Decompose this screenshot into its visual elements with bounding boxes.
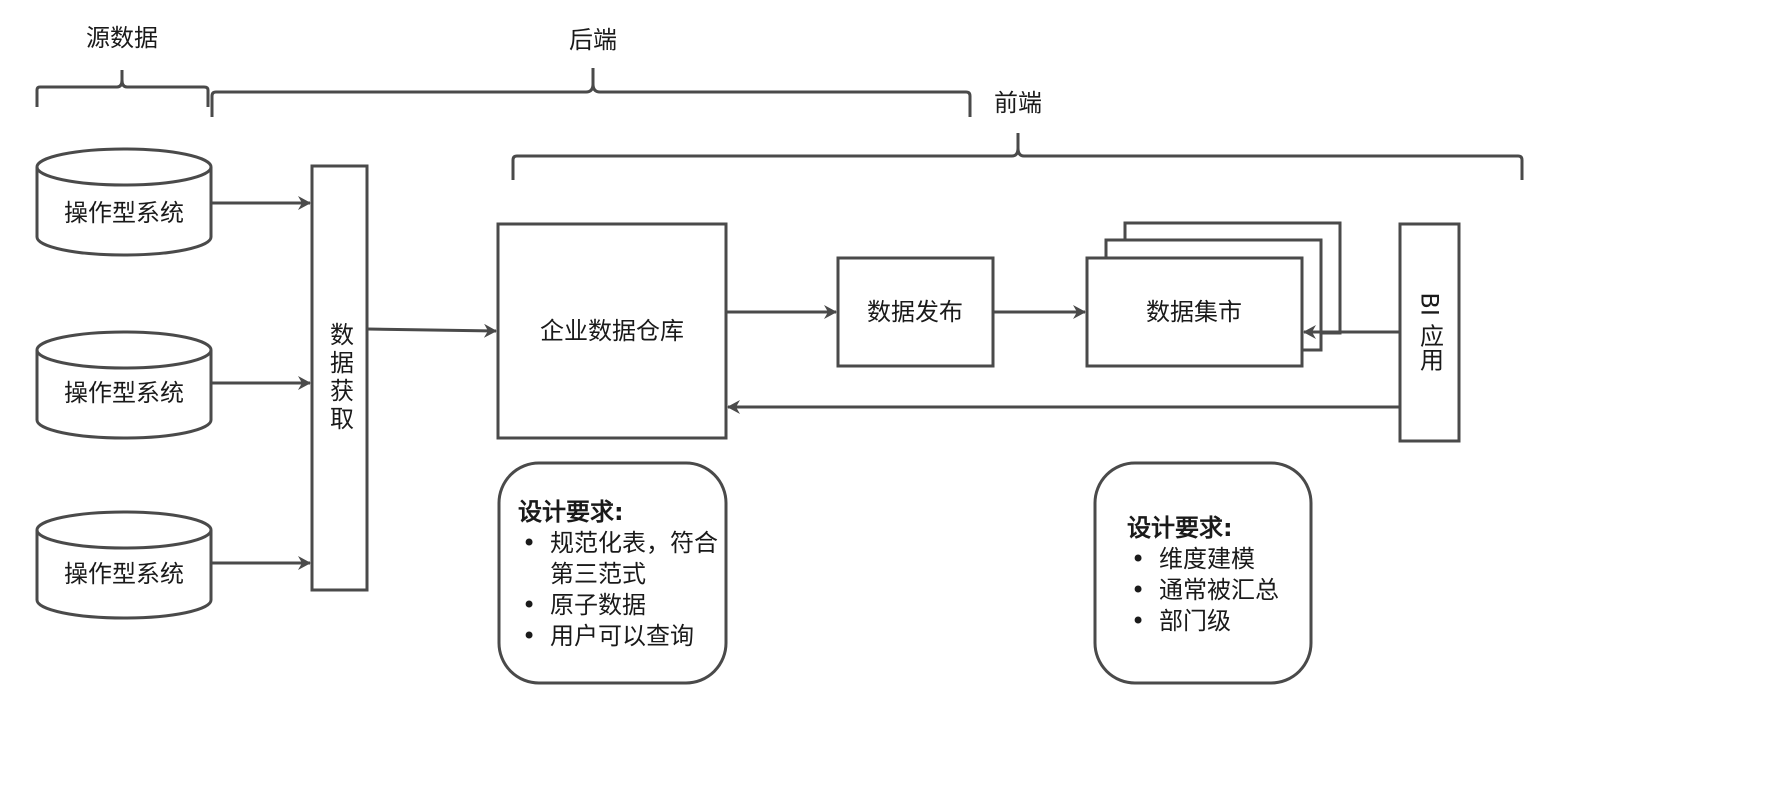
warehouse-requirements-title: 设计要求: xyxy=(518,498,624,526)
source-label-1: 操作型系统 xyxy=(64,199,184,227)
source-label-3: 操作型系统 xyxy=(64,560,184,588)
requirement-item: 维度建模 xyxy=(1127,544,1307,575)
brace-frontend xyxy=(511,133,1524,180)
datamart-requirements: 设计要求: 维度建模 通常被汇总 部门级 xyxy=(1127,513,1307,637)
source-cylinder-2[interactable] xyxy=(35,330,213,440)
source-label-2: 操作型系统 xyxy=(64,379,184,407)
requirement-item: 原子数据 xyxy=(518,590,718,621)
brace-source xyxy=(35,70,210,107)
datamart-label: 数据集市 xyxy=(1146,298,1242,326)
requirement-item: 部门级 xyxy=(1127,606,1307,637)
warehouse-box[interactable] xyxy=(496,222,728,440)
publish-label: 数据发布 xyxy=(867,298,963,326)
group-label-frontend: 前端 xyxy=(994,89,1042,117)
warehouse-requirements: 设计要求: 规范化表，符合第三范式 原子数据 用户可以查询 xyxy=(518,497,718,652)
source-cylinder-3[interactable] xyxy=(35,510,213,620)
brace-backend xyxy=(210,68,972,117)
acquisition-label: 数据获取 xyxy=(325,322,354,434)
requirement-item: 规范化表，符合第三范式 xyxy=(518,528,718,590)
publish-box[interactable] xyxy=(836,256,995,368)
edge-acquisition-warehouse xyxy=(366,323,497,338)
group-label-backend: 后端 xyxy=(569,26,617,54)
acquisition-box[interactable] xyxy=(310,164,369,592)
datamart-box[interactable] xyxy=(1085,256,1304,368)
requirement-item: 通常被汇总 xyxy=(1127,575,1307,606)
warehouse-label: 企业数据仓库 xyxy=(540,317,684,345)
group-label-source: 源数据 xyxy=(86,24,158,52)
requirement-item: 用户可以查询 xyxy=(518,621,718,652)
bi-app-label: BI 应用 xyxy=(1415,292,1444,372)
source-cylinder-1[interactable] xyxy=(35,147,213,257)
bi-app-box[interactable] xyxy=(1398,222,1461,443)
datamart-requirements-title: 设计要求: xyxy=(1127,514,1233,542)
